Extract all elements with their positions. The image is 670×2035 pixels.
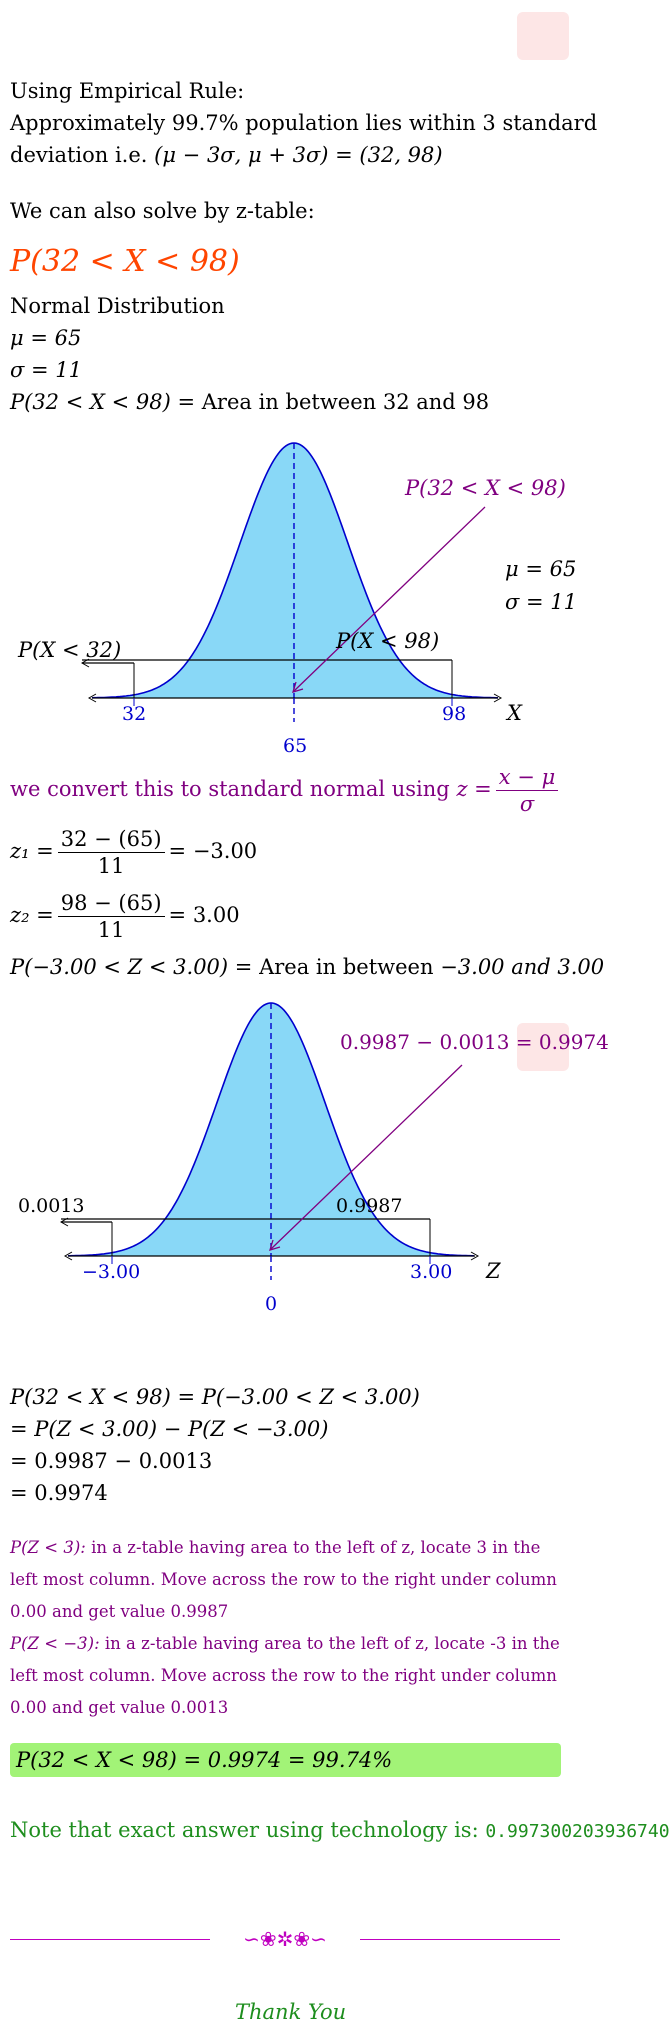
explain-a-line1: P(Z < 3): in a z-table having area to th…: [10, 1538, 541, 1557]
tick-0: 0: [265, 1293, 277, 1315]
distribution-label: Normal Distribution: [10, 294, 225, 318]
solution-line2: = P(Z < 3.00) − P(Z < −3.00): [10, 1417, 329, 1441]
watermark-icon: [517, 12, 569, 60]
solution-line1: P(32 < X < 98) = P(−3.00 < Z < 3.00): [10, 1385, 420, 1409]
shaded-area: [68, 1003, 475, 1256]
prob-label: P(32 < X < 98): [404, 476, 566, 500]
left-tail-label: 0.0013: [18, 1195, 84, 1217]
technology-note: Note that exact answer using technology …: [10, 1818, 670, 1842]
z-axis-label: Z: [485, 1259, 501, 1283]
divider-right: [360, 1939, 560, 1940]
bell-curve: [91, 442, 498, 699]
ornament-icon: ∽❀✲❀∽: [243, 1927, 327, 1951]
explain-b-line1: P(Z < −3): in a z-table having area to t…: [10, 1634, 560, 1653]
tick-98: 98: [442, 703, 466, 725]
ztable-note: We can also solve by z-table:: [10, 199, 315, 223]
empirical-heading: Using Empirical Rule:: [10, 79, 245, 103]
explain-a-line3: 0.00 and get value 0.9987: [10, 1602, 229, 1621]
left-tail-label: P(X < 32): [17, 638, 121, 662]
solution-line4: = 0.9974: [10, 1481, 108, 1505]
divider-left: [10, 1939, 210, 1940]
tick-neg3: −3.00: [82, 1261, 140, 1283]
explain-a-line2: left most column. Move across the row to…: [10, 1570, 557, 1589]
empirical-line1: Approximately 99.7% population lies with…: [10, 111, 598, 135]
shaded-area: [92, 443, 498, 698]
normal-curve-chart-x: P(32 < X < 98) μ = 65 σ = 11 P(X < 32) P…: [17, 442, 577, 757]
explain-b-line2: left most column. Move across the row to…: [10, 1666, 557, 1685]
area-statement: P(32 < X < 98) = Area in between 32 and …: [10, 390, 490, 414]
tick-32: 32: [122, 703, 146, 725]
empirical-line2: deviation i.e. (μ − 3σ, μ + 3σ) = (32, 9…: [10, 143, 443, 167]
prob-label: 0.9987 − 0.0013 = 0.9974: [340, 1030, 609, 1054]
x-axis-label: X: [505, 701, 523, 725]
standard-normal-chart: 0.9987 − 0.0013 = 0.9974 0.0013 0.9987 −…: [18, 1002, 609, 1315]
final-answer-box: P(32 < X < 98) = 0.9974 = 99.74%: [10, 1743, 561, 1777]
conversion-text: we convert this to standard normal using…: [10, 763, 562, 817]
thank-you: Thank You: [235, 2000, 347, 2024]
z1-formula: z₁ =32 − (65)11= −3.00: [10, 827, 258, 878]
mu-value: μ = 65: [10, 326, 82, 350]
right-tail-label: 0.9987: [336, 1195, 402, 1217]
tick-3: 3.00: [410, 1261, 452, 1283]
solution-line3: = 0.9987 − 0.0013: [10, 1449, 213, 1473]
sigma-label: σ = 11: [505, 590, 577, 614]
pointer-arrow: [293, 506, 486, 692]
watermark-icon: [517, 1023, 569, 1071]
tick-65: 65: [283, 735, 307, 757]
right-tail-label: P(X < 98): [335, 629, 439, 653]
z-area-statement: P(−3.00 < Z < 3.00) = Area in between −3…: [10, 955, 605, 979]
sigma-value: σ = 11: [10, 358, 83, 382]
mu-label: μ = 65: [505, 557, 576, 581]
pointer-arrow: [270, 1064, 463, 1250]
z2-formula: z₂ =98 − (65)11= 3.00: [10, 891, 240, 942]
explain-b-line3: 0.00 and get value 0.0013: [10, 1698, 229, 1717]
problem-title: P(32 < X < 98): [10, 244, 240, 279]
technology-value: 0.997300203936740: [485, 1821, 670, 1842]
